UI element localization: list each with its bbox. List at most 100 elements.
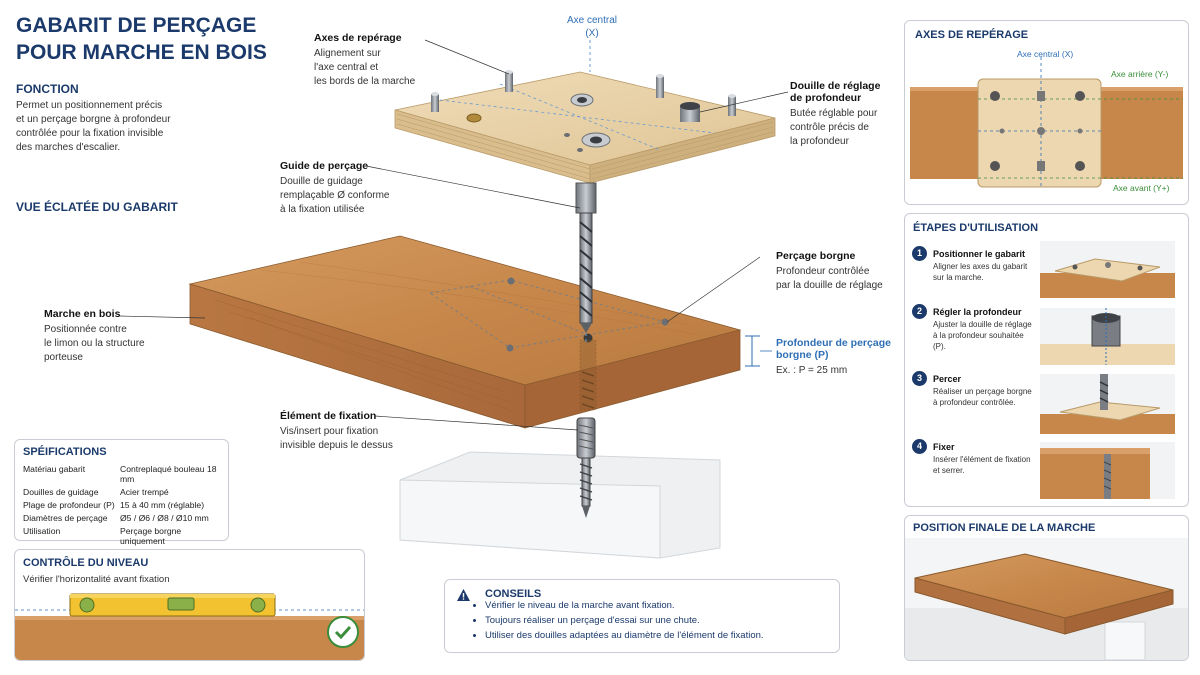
callout-line: Vis/insert pour fixation: [280, 426, 379, 437]
step-text: Aligner les axes du gabarit sur la march…: [933, 262, 1028, 282]
specs-key: Diamètres de perçage: [23, 512, 108, 523]
callout-marche-title: Marche en bois: [44, 308, 121, 320]
specs-heading: SPÉIFICATIONS: [23, 446, 107, 458]
tips-item: Vérifier le niveau de la marche avant fi…: [485, 600, 845, 611]
callout-profondeur: Profondeur de perçage borgne (P) Ex. : P…: [776, 337, 896, 378]
fastener-screw: [576, 417, 596, 518]
specs-value: Contreplaqué bouleau 18 mm: [120, 463, 217, 484]
callout-line: la profondeur: [790, 136, 849, 147]
callout-line: par la douille de réglage: [776, 280, 883, 291]
steps-heading: ÉTAPES D'UTILISATION: [913, 222, 1039, 234]
callout-line: Butée réglable pour: [790, 108, 878, 119]
axes-arriere-label: Axe arrière (Y-): [1111, 69, 1169, 79]
fonction-line: des marches d'escalier.: [16, 142, 121, 153]
callout-line: remplaçable Ø conforme: [280, 190, 390, 201]
tips-panel: CONSEILS Vérifier le niveau de la marche…: [444, 579, 840, 653]
callout-percage-text: Profondeur contrôlée par la douille de r…: [776, 265, 896, 293]
step3-illustration: [1040, 374, 1175, 434]
step-number: 2: [912, 304, 927, 319]
step4-illustration: [1040, 442, 1175, 499]
axe-central-line1: Axe central: [566, 15, 618, 26]
tips-heading: CONSEILS: [485, 588, 542, 600]
axe-central-line2: (X): [585, 28, 599, 39]
callout-marche-text: Positionnée contre le limon ou la struct…: [44, 323, 174, 365]
callout-line: les bords de la marche: [314, 76, 416, 87]
page-title-line1: GABARIT DE PERÇAGE: [16, 14, 257, 37]
fonction-text: Permet un positionnement précis et un pe…: [16, 99, 206, 155]
callout-guide: Guide de perçage Douille de guidage remp…: [280, 160, 410, 217]
axes-central-label: Axe central (X): [1017, 49, 1074, 59]
callout-douille-title1: Douille de réglage: [790, 80, 881, 92]
callout-douille-title2: de profondeur: [790, 92, 862, 104]
callout-axes-title: Axes de repérage: [314, 32, 402, 44]
tips-item: Utiliser des douilles adaptées au diamèt…: [485, 630, 845, 641]
exploded-diagram: [119, 39, 789, 559]
warning-icon: [456, 588, 471, 602]
axes-panel-heading: AXES DE REPÉRAGE: [915, 29, 1029, 41]
step-number: 4: [912, 439, 927, 454]
fonction-line: Permet un positionnement précis: [16, 100, 163, 111]
callout-profondeur-title1: Profondeur de perçage: [776, 337, 891, 349]
callout-line: invisible depuis le dessus: [280, 440, 393, 451]
final-heading: POSITION FINALE DE LA MARCHE: [913, 522, 1096, 534]
callout-marche: Marche en bois Positionnée contre le lim…: [44, 308, 174, 365]
specs-value: Acier trempé: [120, 486, 169, 497]
callout-line: Douille de guidage: [280, 176, 363, 187]
step-title: Positionner le gabarit: [933, 249, 1026, 259]
step-text: Ajuster la douille de réglage à la profo…: [933, 320, 1032, 351]
specs-value: 15 à 40 mm (réglable): [120, 499, 205, 510]
fonction-line: et un perçage borgne à profondeur: [16, 114, 171, 125]
callout-element-title: Élément de fixation: [280, 410, 377, 422]
callout-line: Alignement sur: [314, 48, 381, 59]
final-illustration: [905, 538, 1188, 660]
step-number: 1: [912, 246, 927, 261]
axes-panel: AXES DE REPÉRAGE Axe central (X) Axe arr…: [904, 20, 1189, 205]
step-title: Percer: [933, 374, 962, 384]
level-text: Vérifier l'horizontalité avant fixation: [23, 574, 170, 585]
page-title: GABARIT DE PERÇAGE POUR MARCHE EN BOIS: [16, 12, 316, 66]
callout-line: à la fixation utilisée: [280, 204, 365, 215]
specs-key: Plage de profondeur (P): [23, 499, 115, 510]
leader-lines: [119, 39, 789, 431]
callout-line: porteuse: [44, 352, 83, 363]
level-heading: CONTRÔLE DU NIVEAU: [23, 557, 149, 569]
tips-list: Vérifier le niveau de la marche avant fi…: [469, 600, 845, 645]
callout-line: le limon ou la structure: [44, 338, 145, 349]
callout-douille: Douille de réglage de profondeur Butée r…: [790, 80, 900, 149]
callout-axes: Axes de repérage Alignement sur l'axe ce…: [314, 32, 434, 89]
steps-panel: ÉTAPES D'UTILISATION 1 Positionner le ga…: [904, 213, 1189, 507]
specs-row: Plage de profondeur (P) 15 à 40 mm (régla…: [23, 498, 228, 511]
callout-line: contrôle précis de: [790, 122, 869, 133]
specs-row: Diamètres de perçage Ø5 / Ø6 / Ø8 / Ø10 m…: [23, 511, 228, 524]
callout-douille-text: Butée réglable pour contrôle précis de l…: [790, 107, 900, 149]
callout-element: Élément de fixation Vis/insert pour fixa…: [280, 410, 410, 453]
final-panel: POSITION FINALE DE LA MARCHE: [904, 515, 1189, 661]
callout-profondeur-example: Ex. : P = 25 mm: [776, 365, 848, 376]
callout-line: Positionnée contre: [44, 324, 127, 335]
step2-illustration: [1040, 308, 1175, 365]
callout-percage-title: Perçage borgne: [776, 250, 856, 262]
step-number: 3: [912, 371, 927, 386]
exploded-heading: VUE ÉCLATÉE DU GABARIT: [16, 200, 178, 214]
step-text: Réaliser un perçage borgne à profondeur …: [933, 387, 1032, 407]
step-title: Régler la profondeur: [933, 307, 1022, 317]
page-title-line2: POUR MARCHE EN BOIS: [16, 41, 267, 64]
support-block: [399, 451, 721, 559]
level-panel: CONTRÔLE DU NIVEAU Vérifier l'horizontal…: [14, 549, 365, 661]
callout-profondeur-title2: borgne (P): [776, 349, 829, 361]
specs-value: Ø5 / Ø6 / Ø8 / Ø10 mm: [120, 512, 209, 523]
callout-axes-text: Alignement sur l'axe central et les bord…: [314, 47, 434, 89]
depth-dimension: [745, 335, 772, 367]
callout-percage: Perçage borgne Profondeur contrôlée par …: [776, 250, 896, 293]
jig-plate: [394, 70, 776, 184]
fonction-heading: FONCTION: [16, 82, 79, 96]
callout-guide-text: Douille de guidage remplaçable Ø conform…: [280, 175, 410, 217]
check-icon: [327, 616, 359, 648]
callout-guide-title: Guide de perçage: [280, 160, 369, 172]
fonction-line: contrôlée pour la fixation invisible: [16, 128, 164, 139]
